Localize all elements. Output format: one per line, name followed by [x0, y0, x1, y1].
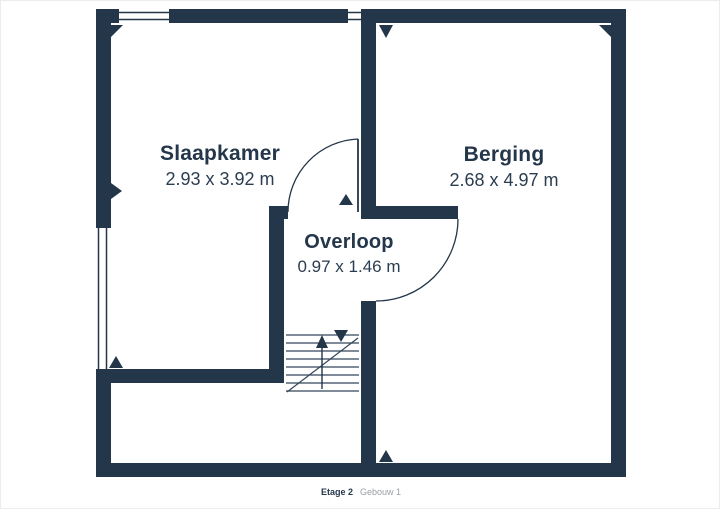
wall-left-lower: [96, 369, 111, 477]
window-left-icon: [97, 228, 108, 369]
footer-building-label: Gebouw 1: [359, 487, 402, 497]
room-label-berging: Berging 2.68 x 4.97 m: [394, 143, 614, 191]
window-top-center-icon: [348, 11, 361, 21]
room-name-slaapkamer: Slaapkamer: [160, 142, 280, 165]
wall-top-segment-b: [169, 9, 348, 23]
wall-overloop-left: [269, 206, 284, 383]
stair-cut-line: [286, 337, 359, 393]
wall-left-upper: [96, 9, 111, 228]
wall-bottom: [96, 463, 626, 477]
room-label-overloop: Overloop 0.97 x 1.46 m: [269, 231, 429, 277]
room-dims-berging: 2.68 x 4.97 m: [449, 170, 559, 190]
wall-divider-lower: [361, 301, 376, 463]
window-top-left-icon: [119, 11, 169, 21]
footer-floor-label: Etage 2: [320, 487, 353, 497]
room-name-overloop: Overloop: [304, 231, 394, 253]
staircase-icon: [286, 334, 359, 393]
room-dims-slaapkamer: 2.93 x 3.92 m: [165, 169, 275, 189]
room-name-berging: Berging: [463, 143, 545, 166]
wall-right: [611, 9, 626, 477]
wall-berging-stub: [376, 206, 458, 219]
stairs-up-arrow-icon: [316, 335, 328, 389]
room-dims-overloop: 0.97 x 1.46 m: [297, 257, 401, 276]
wall-divider-upper: [361, 9, 376, 219]
wall-top-segment-c: [363, 9, 626, 23]
wall-slaapkamer-bottom: [96, 369, 284, 383]
room-label-slaapkamer: Slaapkamer 2.93 x 3.92 m: [100, 142, 340, 190]
plan-footer: Etage 2 Gebouw 1: [1, 487, 719, 497]
